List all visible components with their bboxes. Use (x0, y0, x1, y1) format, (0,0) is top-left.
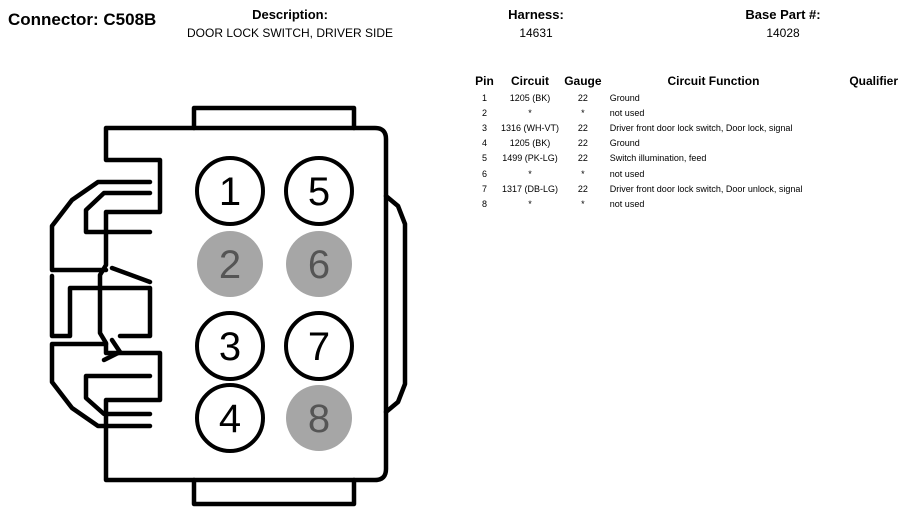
header-qualifier: Qualifier (849, 74, 898, 88)
header-circuit: Circuit (510, 74, 549, 88)
table-row: 3 1316 (WH-VT) 22 Driver front door lock… (468, 120, 898, 135)
cell-circuit-function: not used (609, 168, 645, 179)
cell-gauge: 22 (577, 153, 588, 164)
pin-number-label: 8 (308, 397, 330, 441)
pin-number-label: 7 (308, 325, 330, 369)
cell-qualifier (820, 90, 898, 105)
cell-pin: 3 (481, 122, 487, 133)
harness-block: Harness: 14631 (486, 7, 586, 40)
cell-qualifier (820, 196, 898, 211)
cell-gauge: 22 (577, 138, 588, 149)
top-latch-tab (191, 105, 357, 131)
cell-pin: 1 (481, 92, 487, 103)
cell-circuit-function: Ground (609, 138, 640, 149)
connector-pins: 1 5 2 6 3 7 4 8 (195, 156, 354, 453)
pin-cavity (195, 383, 265, 453)
cell-gauge: 22 (577, 122, 588, 133)
cell-pin: 6 (481, 168, 487, 179)
pin-number-label: 2 (219, 243, 241, 287)
cell-circuit: 1205 (BK) (509, 138, 551, 149)
cell-pin: 8 (481, 198, 487, 209)
cell-circuit-function: Ground (609, 92, 640, 103)
table-row: 6 * * not used (468, 166, 898, 181)
description-label: Description: (252, 7, 328, 22)
base-part-block: Base Part #: 14028 (733, 7, 833, 40)
cell-circuit: 1499 (PK-LG) (502, 153, 558, 164)
pin-number-label: 1 (219, 170, 241, 214)
cell-qualifier (820, 181, 898, 196)
pin-cavity (195, 311, 265, 381)
table-row: 7 1317 (DB-LG) 22 Driver front door lock… (468, 181, 898, 196)
connector-housing-outline (97, 125, 389, 483)
cell-circuit: 1317 (DB-LG) (501, 183, 558, 194)
pinout-header-row: Pin Circuit Gauge Circuit Function Quali… (468, 72, 898, 90)
description-value: DOOR LOCK SWITCH, DRIVER SIDE (186, 26, 394, 40)
pin-number-label: 6 (308, 243, 330, 287)
cell-pin: 5 (481, 153, 487, 164)
cell-circuit-function: Driver front door lock switch, Door unlo… (609, 183, 803, 194)
table-row: 4 1205 (BK) 22 Ground (468, 136, 898, 151)
harness-label: Harness: (508, 7, 564, 22)
cell-qualifier (820, 105, 898, 120)
left-lock-arm-upper-inner (83, 190, 153, 235)
pin-cavity-unused (286, 385, 352, 451)
cell-qualifier (820, 136, 898, 151)
cell-circuit: * (528, 198, 532, 209)
left-lock-arm-lower (49, 341, 153, 429)
pin-cavity (195, 156, 265, 226)
pin-cavity-unused (197, 231, 263, 297)
connector-title: Connector: C508B (8, 10, 157, 29)
pin-number-label: 3 (219, 325, 241, 369)
cell-gauge: * (581, 107, 585, 118)
header-pin: Pin (475, 74, 494, 88)
cell-circuit-function: not used (609, 198, 645, 209)
table-row: 2 * * not used (468, 105, 898, 120)
cell-circuit: 1205 (BK) (509, 92, 551, 103)
cell-qualifier (820, 120, 898, 135)
cell-pin: 7 (481, 183, 487, 194)
cell-circuit-function: Switch illumination, feed (609, 153, 707, 164)
cell-circuit-function: Driver front door lock switch, Door lock… (609, 122, 793, 133)
cell-circuit-function: not used (609, 107, 645, 118)
pin-number-label: 4 (219, 397, 241, 441)
header-gauge: Gauge (564, 74, 602, 88)
left-lock-latch-detail (101, 265, 153, 363)
cell-gauge: * (581, 168, 585, 179)
harness-value: 14631 (519, 26, 553, 40)
table-row: 1 1205 (BK) 22 Ground (468, 90, 898, 105)
cell-gauge: 22 (577, 183, 588, 194)
cell-qualifier (820, 151, 898, 166)
cell-circuit: * (528, 168, 532, 179)
bottom-latch-tab (191, 477, 357, 507)
header-circuit-function: Circuit Function (667, 74, 760, 88)
cell-circuit: * (528, 107, 532, 118)
base-part-value: 14028 (766, 26, 800, 40)
left-lock-arm-upper (49, 179, 153, 273)
left-lock-latch-body (49, 273, 153, 339)
description-block: Description: DOOR LOCK SWITCH, DRIVER SI… (170, 7, 410, 40)
cell-gauge: * (581, 198, 585, 209)
pin-cavity (284, 311, 354, 381)
pinout-table: Pin Circuit Gauge Circuit Function Quali… (468, 72, 898, 212)
right-side-rib (383, 193, 408, 415)
cell-circuit: 1316 (WH-VT) (500, 122, 559, 133)
pin-cavity (284, 156, 354, 226)
cell-pin: 2 (481, 107, 487, 118)
left-lock-arm-lower-inner (83, 373, 153, 417)
pin-cavity-unused (286, 231, 352, 297)
base-part-label: Base Part #: (745, 7, 821, 22)
cell-gauge: 22 (577, 92, 588, 103)
cell-pin: 4 (481, 138, 487, 149)
table-row: 8 * * not used (468, 196, 898, 211)
table-row: 5 1499 (PK-LG) 22 Switch illumination, f… (468, 151, 898, 166)
pin-number-label: 5 (308, 170, 330, 214)
cell-qualifier (820, 166, 898, 181)
